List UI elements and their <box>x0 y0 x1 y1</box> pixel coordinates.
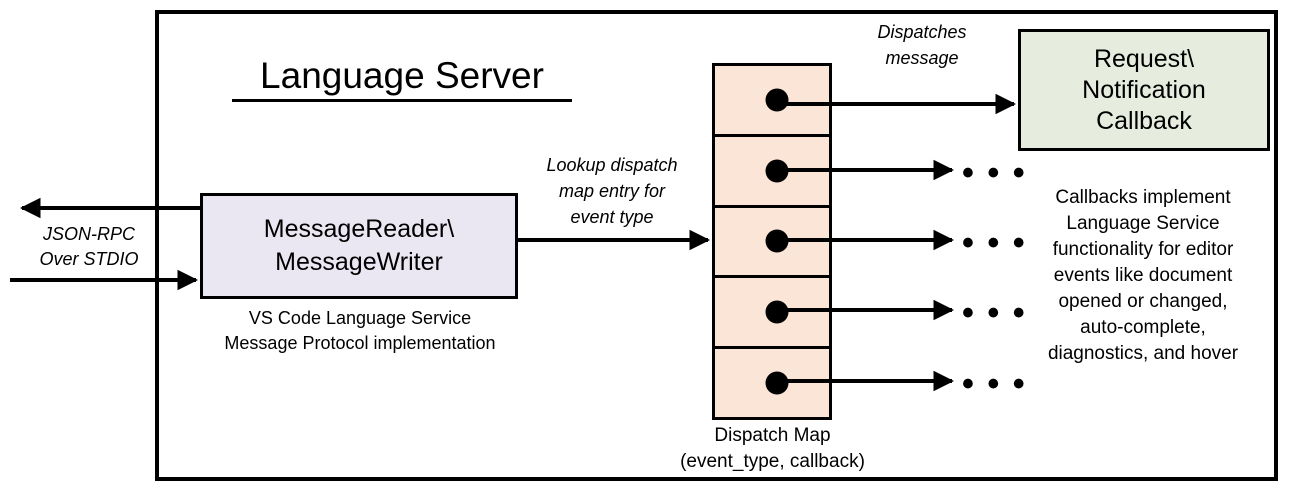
message-reader-writer-caption: VS Code Language Service Message Protoco… <box>190 306 530 356</box>
callback-caption-line-5: opened or changed, <box>1058 291 1228 312</box>
request-notification-callback-box[interactable]: Request\ Notification Callback <box>1018 29 1270 151</box>
callback-line-3: Callback <box>1096 106 1192 135</box>
message-reader-writer-box[interactable]: MessageReader\ MessageWriter <box>200 193 518 299</box>
page-title: Language Server <box>232 54 572 102</box>
message-io-caption-line-1: VS Code Language Service <box>248 308 472 328</box>
dispatch-entry-dot-icon <box>765 300 789 324</box>
dispatch-map-row[interactable] <box>715 66 829 137</box>
dispatch-map-row[interactable] <box>715 278 829 350</box>
dispatch-entry-dot-icon <box>765 371 789 395</box>
callback-description: Callbacks implement Language Service fun… <box>1012 185 1274 367</box>
dispatches-label-line-2: message <box>885 48 959 68</box>
continuation-ellipsis: • • • <box>962 365 1027 403</box>
callback-line-1: Request\ <box>1093 44 1195 73</box>
message-io-line-1: MessageReader\ <box>263 215 455 243</box>
transport-label: JSON-RPC Over STDIO <box>14 222 164 272</box>
callback-caption-line-7: diagnostics, and hover <box>1047 343 1239 364</box>
lookup-label-line-1: Lookup dispatch <box>546 155 678 175</box>
dispatch-entry-dot-icon <box>765 229 789 253</box>
transport-label-line-1: JSON-RPC <box>42 224 135 244</box>
lookup-label-line-2: map entry for <box>558 181 666 201</box>
dispatch-entry-dot-icon <box>765 88 789 112</box>
message-io-line-2: MessageWriter <box>275 248 443 276</box>
dispatch-map-caption-line-1: Dispatch Map <box>714 425 831 446</box>
language-server-boundary <box>155 10 1278 481</box>
dispatch-map-row[interactable] <box>715 137 829 208</box>
callback-line-2: Notification <box>1082 75 1206 104</box>
dispatch-map-table[interactable] <box>712 63 832 420</box>
dispatch-entry-dot-icon <box>765 159 789 183</box>
dispatch-map-caption-line-2: (event_type, callback) <box>680 451 865 472</box>
dispatch-map-row[interactable] <box>715 349 829 417</box>
lookup-label-line-3: event type <box>570 207 654 227</box>
continuation-ellipsis: • • • <box>962 154 1027 192</box>
lookup-dispatch-label: Lookup dispatch map entry for event type <box>512 152 712 230</box>
callback-caption-line-3: functionality for editor <box>1052 239 1234 260</box>
dispatch-map-row[interactable] <box>715 208 829 279</box>
callback-caption-line-1: Callbacks implement <box>1055 187 1231 208</box>
dispatches-label-line-1: Dispatches <box>877 22 967 42</box>
message-io-caption-line-2: Message Protocol implementation <box>224 333 496 353</box>
callback-caption-line-6: auto-complete, <box>1080 317 1206 338</box>
callback-caption-line-2: Language Service <box>1066 213 1220 234</box>
callback-caption-line-4: events like document <box>1053 265 1233 286</box>
dispatches-message-label: Dispatches message <box>832 19 1012 71</box>
dispatch-map-caption: Dispatch Map (event_type, callback) <box>645 423 900 475</box>
transport-label-line-2: Over STDIO <box>39 249 139 269</box>
